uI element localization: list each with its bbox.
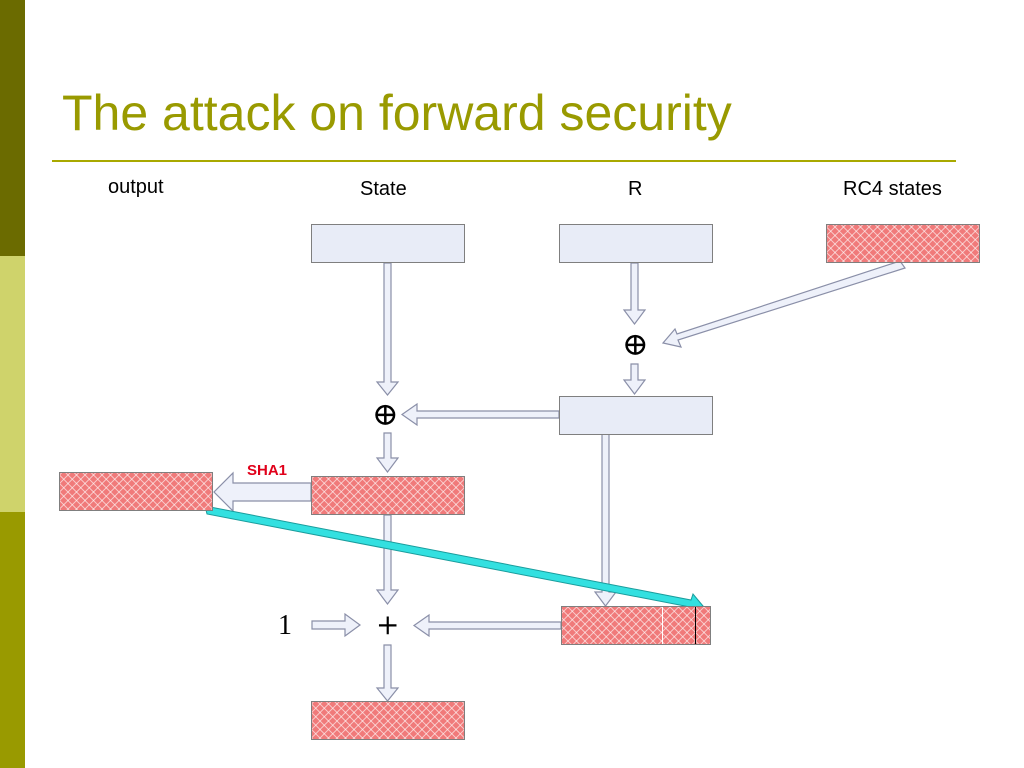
plus-operator: + — [376, 608, 400, 641]
side-band-olive — [0, 512, 25, 768]
label-r: R — [628, 178, 643, 200]
mixed-box — [559, 396, 713, 435]
arrow-xor-to-box — [622, 363, 647, 395]
xor-operator-top: ⊕ — [622, 325, 649, 363]
side-band-dark — [0, 0, 25, 256]
arrow-box-to-xor — [400, 402, 560, 427]
arrow-plus-to-result — [375, 644, 400, 702]
counter-divider-1 — [662, 607, 663, 644]
label-output: output — [108, 176, 164, 198]
side-band-light — [0, 256, 25, 512]
xor-operator-mid: ⊕ — [372, 395, 399, 433]
result-box — [311, 701, 465, 740]
arrow-one-to-plus — [311, 612, 362, 638]
highlight-arrow — [204, 505, 704, 615]
r-box — [559, 224, 713, 263]
output-box — [59, 472, 213, 511]
hash-box — [311, 476, 465, 515]
arrow-counter-to-plus — [412, 613, 562, 638]
arrow-xor-to-hash — [375, 432, 400, 473]
constant-one: 1 — [278, 610, 292, 641]
counter-divider-2 — [695, 607, 696, 644]
label-rc4-states: RC4 states — [843, 178, 942, 200]
counter-box — [561, 606, 711, 645]
slide-title: The attack on forward security — [62, 85, 732, 141]
arrow-state-to-xor — [375, 262, 400, 396]
arrow-sha1-to-output — [213, 471, 312, 513]
arrow-hash-to-plus — [375, 514, 400, 605]
state-box — [311, 224, 465, 263]
arrow-box-to-counter — [593, 433, 618, 607]
label-state: State — [360, 178, 407, 200]
arrow-rc4-to-xor — [661, 260, 906, 348]
arrow-r-to-xor — [622, 262, 647, 325]
title-divider — [52, 160, 956, 162]
sha1-label: SHA1 — [247, 462, 288, 479]
rc4-states-box — [826, 224, 980, 263]
